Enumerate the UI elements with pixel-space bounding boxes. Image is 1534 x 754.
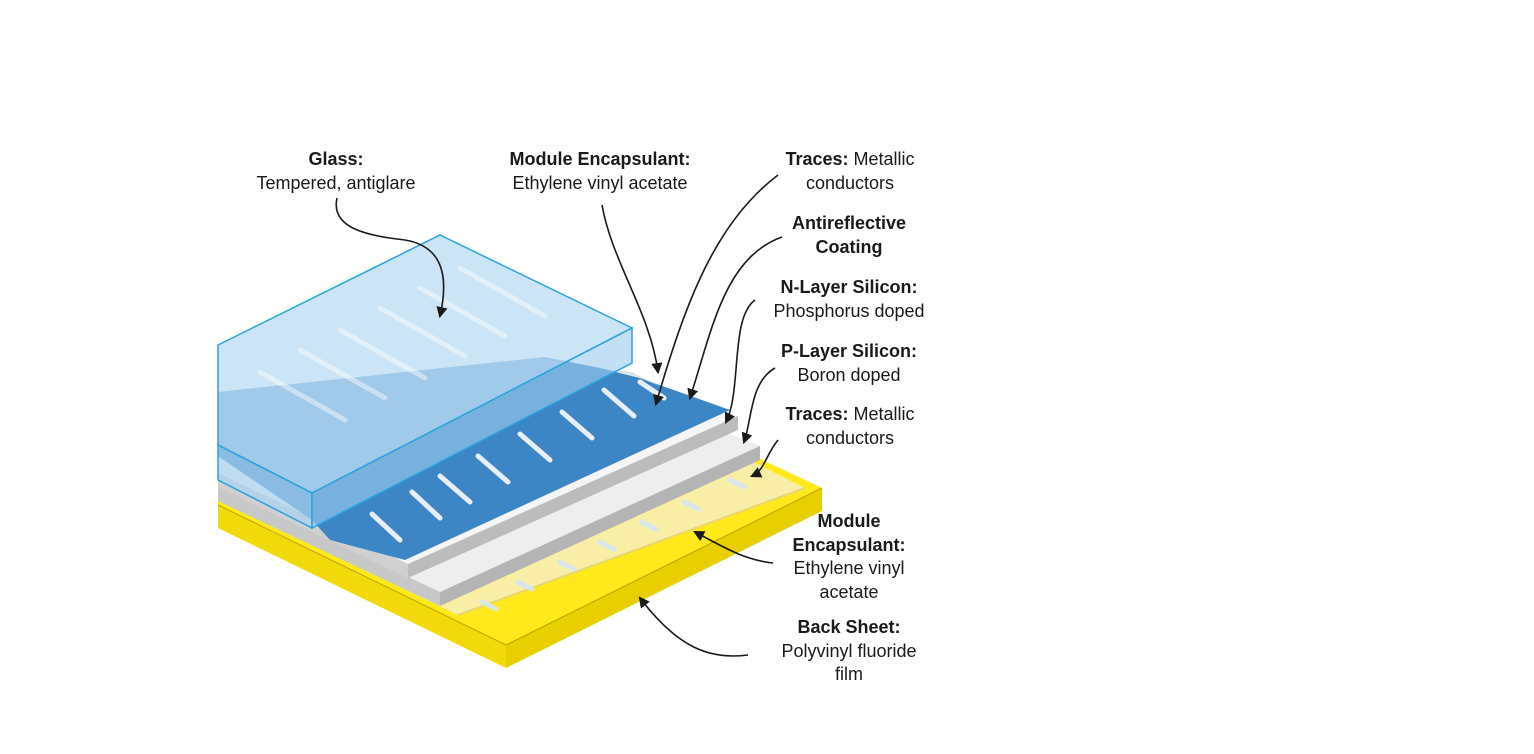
top-trace	[559, 409, 595, 441]
traces-top-title: Traces:	[785, 149, 849, 169]
n-layer-title: N-Layer Silicon:	[780, 277, 918, 297]
encapsulant-bottom-line2: Encapsulant:	[792, 534, 906, 555]
bottom-trace	[515, 579, 535, 592]
p-layer-side	[440, 446, 760, 606]
glass-layer	[217, 234, 634, 530]
traces-bottom-arrow	[749, 439, 779, 478]
traces-top-rest: Metallic	[848, 149, 915, 169]
n-layer-side	[408, 416, 738, 578]
back-sheet-line1: Polyvinyl fluoride	[781, 640, 917, 661]
traces-top-label: Traces: Metallic conductors	[785, 148, 914, 195]
bottom-trace	[727, 477, 747, 490]
p-layer-arrow	[741, 367, 776, 445]
traces-top-desc: conductors	[805, 172, 895, 193]
encapsulant-bottom-line1: Module	[817, 511, 881, 531]
traces-bottom-title: Traces:	[785, 404, 849, 424]
encapsulant-top-title: Module Encapsulant:	[509, 149, 691, 169]
back-sheet-front	[218, 505, 506, 668]
glass-reflection	[257, 369, 348, 423]
traces-bottom-rest: Metallic	[848, 404, 915, 424]
glass-arrow	[335, 197, 448, 319]
top-trace	[437, 473, 473, 505]
back-sheet-side	[506, 488, 822, 668]
encapsulant-top-label: Module Encapsulant: Ethylene vinyl aceta…	[509, 148, 690, 195]
traces-top-arrow	[653, 174, 779, 407]
glass-label: Glass: Tempered, antiglare	[256, 148, 415, 195]
encapsulant-bottom-arrow	[693, 530, 774, 564]
leader-arrows	[335, 174, 783, 657]
traces-bottom-desc: conductors	[805, 427, 895, 448]
bottom-traces	[479, 477, 747, 612]
p-layer-title: P-Layer Silicon:	[780, 341, 918, 361]
p-layer-front	[218, 487, 440, 606]
encapsulant-bottom-line3: Ethylene vinyl	[793, 558, 905, 578]
n-layer-label: N-Layer Silicon: Phosphorus doped	[773, 276, 924, 323]
antireflective-arrow	[687, 236, 783, 401]
bottom-trace	[597, 539, 617, 552]
p-layer-desc: Boron doped	[797, 364, 901, 385]
p-layer-label: P-Layer Silicon: Boron doped	[781, 340, 917, 387]
encapsulant-bottom-label: Module Encapsulant: Ethylene vinyl aceta…	[792, 510, 905, 604]
glass-label-title: Glass:	[308, 149, 364, 169]
glass-reflections	[257, 265, 548, 423]
back-sheet-line2: film	[835, 664, 863, 684]
top-trace	[369, 511, 403, 543]
traces-bottom-label: Traces: Metallic conductors	[785, 403, 914, 450]
bottom-encapsulant-edge	[457, 487, 806, 616]
n-layer-arrow	[724, 299, 756, 425]
glass-label-desc: Tempered, antiglare	[256, 172, 416, 193]
back-sheet-arrow	[638, 596, 749, 657]
back-sheet-title: Back Sheet:	[797, 617, 901, 637]
glass-side	[311, 326, 633, 530]
glass-reflection	[457, 265, 548, 319]
bottom-trace	[639, 519, 659, 532]
glass-reflection	[337, 327, 428, 381]
top-trace	[601, 387, 637, 419]
encapsulant-bottom-line4: acetate	[819, 581, 879, 602]
top-trace	[409, 489, 443, 521]
back-sheet-label: Back Sheet: Polyvinyl fluoride film	[781, 616, 916, 687]
n-layer-desc: Phosphorus doped	[773, 300, 925, 321]
bottom-trace	[557, 559, 577, 572]
encapsulant-top-arrow	[601, 204, 663, 375]
back-sheet-edge	[217, 487, 823, 646]
top-trace	[517, 431, 553, 463]
top-trace	[475, 453, 511, 485]
glass-reflection	[377, 305, 468, 359]
encapsulant-top-desc: Ethylene vinyl acetate	[512, 172, 688, 193]
bottom-trace	[479, 599, 499, 612]
bottom-trace	[681, 499, 701, 512]
antireflective-line1: Antireflective	[791, 213, 907, 233]
glass-reflection	[417, 285, 508, 339]
antireflective-line2: Coating	[815, 236, 883, 257]
antireflective-label: Antireflective Coating	[792, 212, 906, 259]
glass-reflection	[297, 347, 388, 401]
